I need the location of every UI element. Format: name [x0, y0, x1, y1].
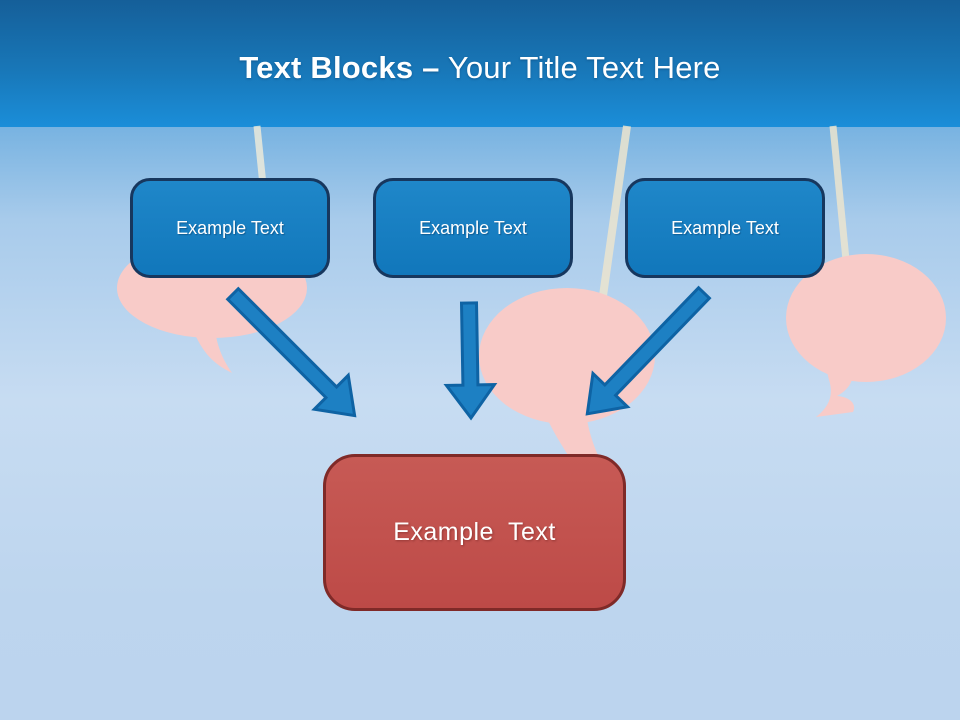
slide-title: Text Blocks – Your Title Text Here	[0, 50, 960, 86]
slide-title-rest: Your Title Text Here	[447, 50, 721, 85]
result-block-label: Example Text	[393, 518, 556, 546]
text-block-1-label: Example Text	[176, 217, 284, 238]
title-bar	[0, 0, 960, 127]
result-block[interactable]: Example Text	[323, 454, 626, 611]
slide-title-dash: –	[422, 50, 440, 85]
arrow-connector-right	[585, 285, 712, 416]
text-block-2[interactable]: Example Text	[373, 178, 573, 278]
hanging-string-right	[829, 125, 850, 261]
text-block-3-label: Example Text	[671, 217, 779, 238]
hanging-string-left	[253, 125, 267, 186]
arrow-connector-middle	[443, 301, 498, 421]
speech-bubble-icon-right	[786, 254, 946, 417]
text-block-2-label: Example Text	[419, 217, 527, 238]
text-block-1[interactable]: Example Text	[130, 178, 330, 278]
slide-title-bold: Text Blocks	[239, 50, 414, 85]
arrow-connector-left	[225, 286, 357, 418]
text-block-3[interactable]: Example Text	[625, 178, 825, 278]
speech-bubble-icon-middle	[479, 288, 655, 460]
hanging-string-middle	[597, 125, 631, 311]
